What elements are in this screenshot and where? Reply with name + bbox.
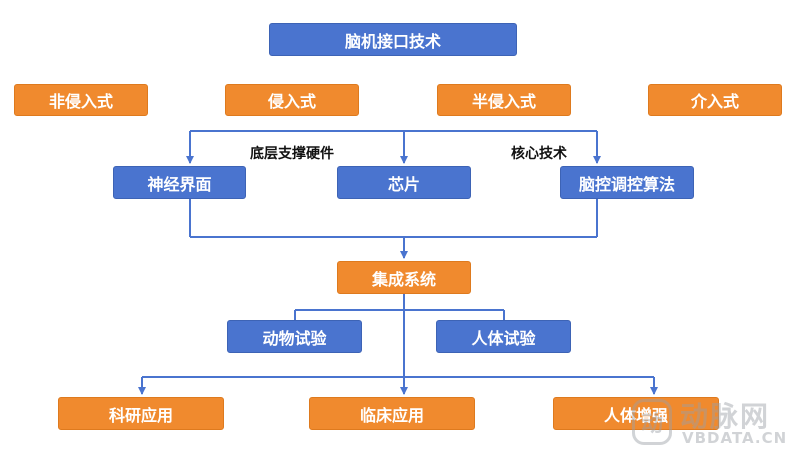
watermark-logo: 动 动脉网 VBDATA.CN [632,393,792,453]
integration-box: 集成系统 [337,261,471,294]
logo-text-cn: 动脉网 [680,400,771,433]
application-research: 科研应用 [58,397,224,430]
application-clinical: 临床应用 [309,397,475,430]
title-box: 脑机接口技术 [269,23,517,56]
category-invasive: 侵入式 [225,84,359,116]
category-non-invasive: 非侵入式 [14,84,148,116]
logo-text-en: VBDATA.CN [682,429,788,447]
component-chip: 芯片 [337,166,471,199]
trial-animal: 动物试验 [227,320,362,353]
annotation-core: 核心技术 [511,146,567,162]
category-semi-invasive: 半侵入式 [437,84,571,116]
trial-human: 人体试验 [436,320,571,353]
component-neural-interface: 神经界面 [113,166,246,199]
category-interventional: 介入式 [648,84,782,116]
logo-mark-icon: 动 [632,399,672,445]
annotation-hardware: 底层支撑硬件 [250,146,334,162]
application-enhancement: 人体增强 [553,397,719,430]
component-algorithm: 脑控调控算法 [560,166,694,199]
